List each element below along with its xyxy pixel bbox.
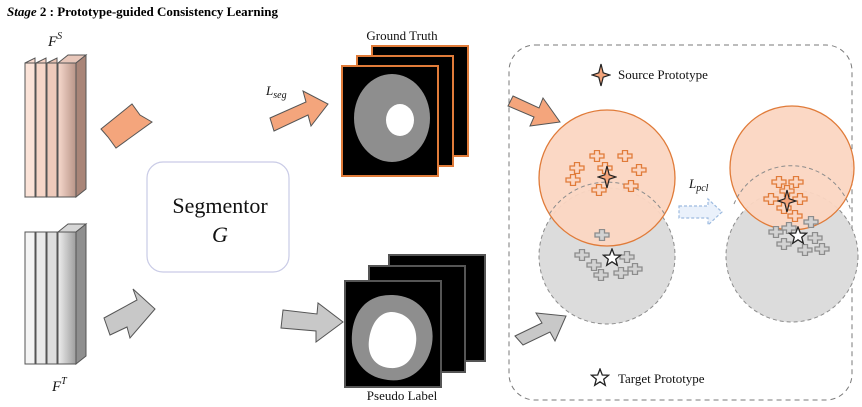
source-prototype-icon bbox=[591, 63, 611, 87]
target-feature-label: FT bbox=[51, 376, 68, 395]
segmentor-symbol: G bbox=[212, 222, 228, 247]
seg-loss-subscript: seg bbox=[273, 90, 286, 101]
stage-title-word: Stage bbox=[7, 4, 37, 19]
ground-truth-stack bbox=[341, 45, 469, 177]
target-feature-superscript: T bbox=[61, 376, 68, 387]
target-to-segmentor-arrow bbox=[103, 288, 156, 340]
source-feature-superscript: S bbox=[57, 31, 62, 42]
pcl-loss-main: L bbox=[688, 176, 696, 191]
target-prototype-icon bbox=[590, 368, 610, 386]
segmentor-to-ground-truth-arrow bbox=[269, 90, 329, 132]
pseudo-label-label: Pseudo Label bbox=[367, 388, 438, 403]
pcl-loss-subscript: pcl bbox=[695, 183, 708, 194]
ground-truth-to-panel-arrow bbox=[507, 95, 561, 127]
ground-truth-label: Ground Truth bbox=[366, 28, 438, 43]
target-feature-symbol: F bbox=[51, 379, 62, 395]
source-to-segmentor-arrow bbox=[100, 103, 153, 149]
segmentor-box bbox=[146, 161, 290, 273]
source-feature-symbol: F bbox=[47, 34, 58, 50]
target-feature-stack bbox=[24, 222, 88, 366]
stage-title: Stage 2 : Prototype-guided Consistency L… bbox=[7, 4, 278, 19]
pseudo-label-stack bbox=[344, 254, 486, 388]
target-prototype-label: Target Prototype bbox=[618, 371, 705, 386]
right-target-circle-edge bbox=[733, 165, 852, 212]
seg-loss-label: Lseg bbox=[265, 83, 287, 101]
seg-loss-main: L bbox=[265, 83, 273, 98]
source-feature-label: FS bbox=[47, 31, 62, 50]
source-prototype-label: Source Prototype bbox=[618, 67, 708, 82]
prototype-panel bbox=[508, 44, 853, 401]
pcl-loss-label: Lpcl bbox=[688, 176, 709, 194]
source-feature-stack bbox=[24, 53, 88, 199]
stage-title-rest: 2 : Prototype-guided Consistency Learnin… bbox=[37, 4, 279, 19]
pcl-dashed-arrow bbox=[678, 197, 723, 227]
pseudo-label-to-panel-arrow bbox=[514, 312, 567, 346]
segmentor-name: Segmentor bbox=[172, 193, 268, 218]
segmentor-to-pseudo-label-arrow bbox=[280, 302, 344, 343]
